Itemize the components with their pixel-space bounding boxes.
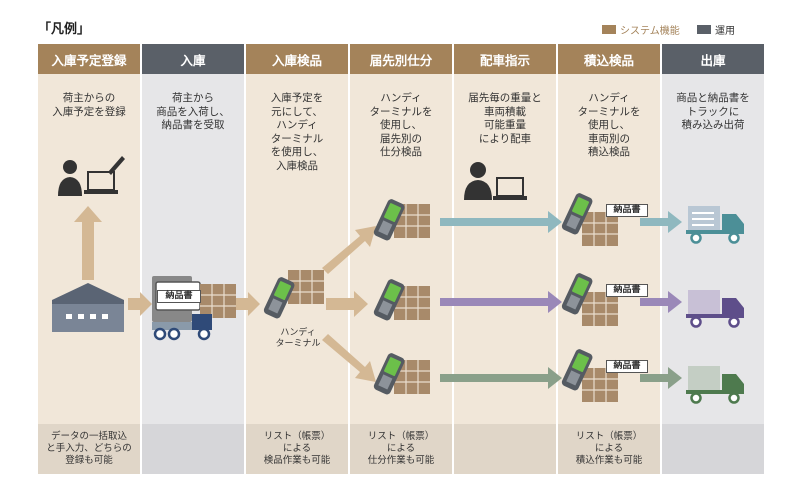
footer-receipt-plan: データの一括取込と手入力、どちらの登録も可能: [38, 424, 140, 474]
footer-shipping: [662, 424, 764, 474]
legend-system-label: システム機能: [620, 26, 680, 37]
package-boxes: [581, 367, 619, 403]
legend-title: 「凡例」: [38, 22, 91, 37]
route-arrow-purple: [640, 291, 682, 313]
delivery-truck-icon: [152, 276, 237, 341]
header-receipt-inspection: 入庫検品: [246, 44, 348, 74]
desc-receipt-inspection: 入庫予定を元にして、ハンディターミナルを使用し、入庫検品: [270, 92, 324, 172]
route-arrow-green: [640, 367, 682, 389]
branch-arrow-down: [322, 334, 376, 382]
header-dispatch: 配車指示: [454, 44, 556, 74]
invoice-label: 納品書: [606, 204, 648, 217]
route-arrow-teal: [640, 211, 682, 233]
warehouse-icon: [52, 283, 124, 332]
footer-sorting: リスト（帳票）による仕分作業も可能: [350, 424, 452, 474]
legend-system-swatch: [602, 25, 616, 34]
desc-receipt: 荷主から商品を入荷し、納品書を受取: [156, 92, 230, 131]
footer-receipt-inspection: リスト（帳票）による検品作業も可能: [246, 424, 348, 474]
package-boxes: [581, 291, 619, 327]
footer-loading-inspection: リスト（帳票）による積込作業も可能: [558, 424, 660, 474]
desc-loading-inspection: ハンディターミナルを使用し、車両別の積込検品: [577, 92, 641, 158]
legend-ops-label: 運用: [715, 26, 735, 37]
user-pc-icon: [58, 156, 125, 196]
invoice-label: 納品書: [606, 284, 648, 297]
header-receipt-plan: 入庫予定登録: [38, 44, 140, 74]
footer-receipt: [142, 424, 244, 474]
right-arrow-icon: [236, 292, 260, 316]
handy-terminal-caption: ハンディターミナル: [275, 328, 321, 349]
legend-system: システム機能: [602, 22, 680, 37]
invoice-label: 納品書: [606, 360, 648, 373]
header-shipping: 出庫: [662, 44, 764, 74]
branch-arrow-up: [322, 226, 376, 274]
desc-shipping: 商品と納品書をトラックに積み込み出荷: [676, 92, 750, 131]
footer-dispatch: [454, 424, 556, 474]
column-bg-receipt-inspection: [246, 44, 348, 474]
header-receipt: 入庫: [142, 44, 244, 74]
truck-purple-icon: [686, 290, 744, 328]
legend-ops: 運用: [697, 22, 735, 37]
right-arrow-icon: [128, 292, 152, 316]
package-boxes: [581, 211, 619, 247]
desc-sorting: ハンディターミナルを使用し、届先別の仕分検品: [369, 92, 433, 158]
column-bg-sorting: [350, 44, 452, 474]
column-bg-receipt: [142, 44, 244, 474]
desc-dispatch: 届先毎の重量と車両積載可能重量により配車: [468, 92, 542, 145]
header-loading-inspection: 積込検品: [558, 44, 660, 74]
dispatcher-pc-icon: [464, 162, 527, 200]
truck-teal-icon: [686, 206, 744, 244]
branch-arrow-middle: [326, 291, 368, 317]
column-bg-dispatch: [454, 44, 556, 474]
invoice-label: 納品書: [157, 290, 201, 303]
truck-green-icon: [686, 366, 744, 404]
route-arrow-teal: [440, 211, 562, 233]
desc-receipt-plan: 荷主からの入庫予定を登録: [52, 92, 126, 118]
column-bg-shipping: [662, 44, 764, 474]
legend-ops-swatch: [697, 25, 711, 34]
header-sorting: 届先別仕分: [350, 44, 452, 74]
route-arrow-purple: [440, 291, 562, 313]
up-arrow-icon: [74, 206, 102, 280]
column-bg-loading-inspection: [558, 44, 660, 474]
route-arrow-green: [440, 367, 562, 389]
